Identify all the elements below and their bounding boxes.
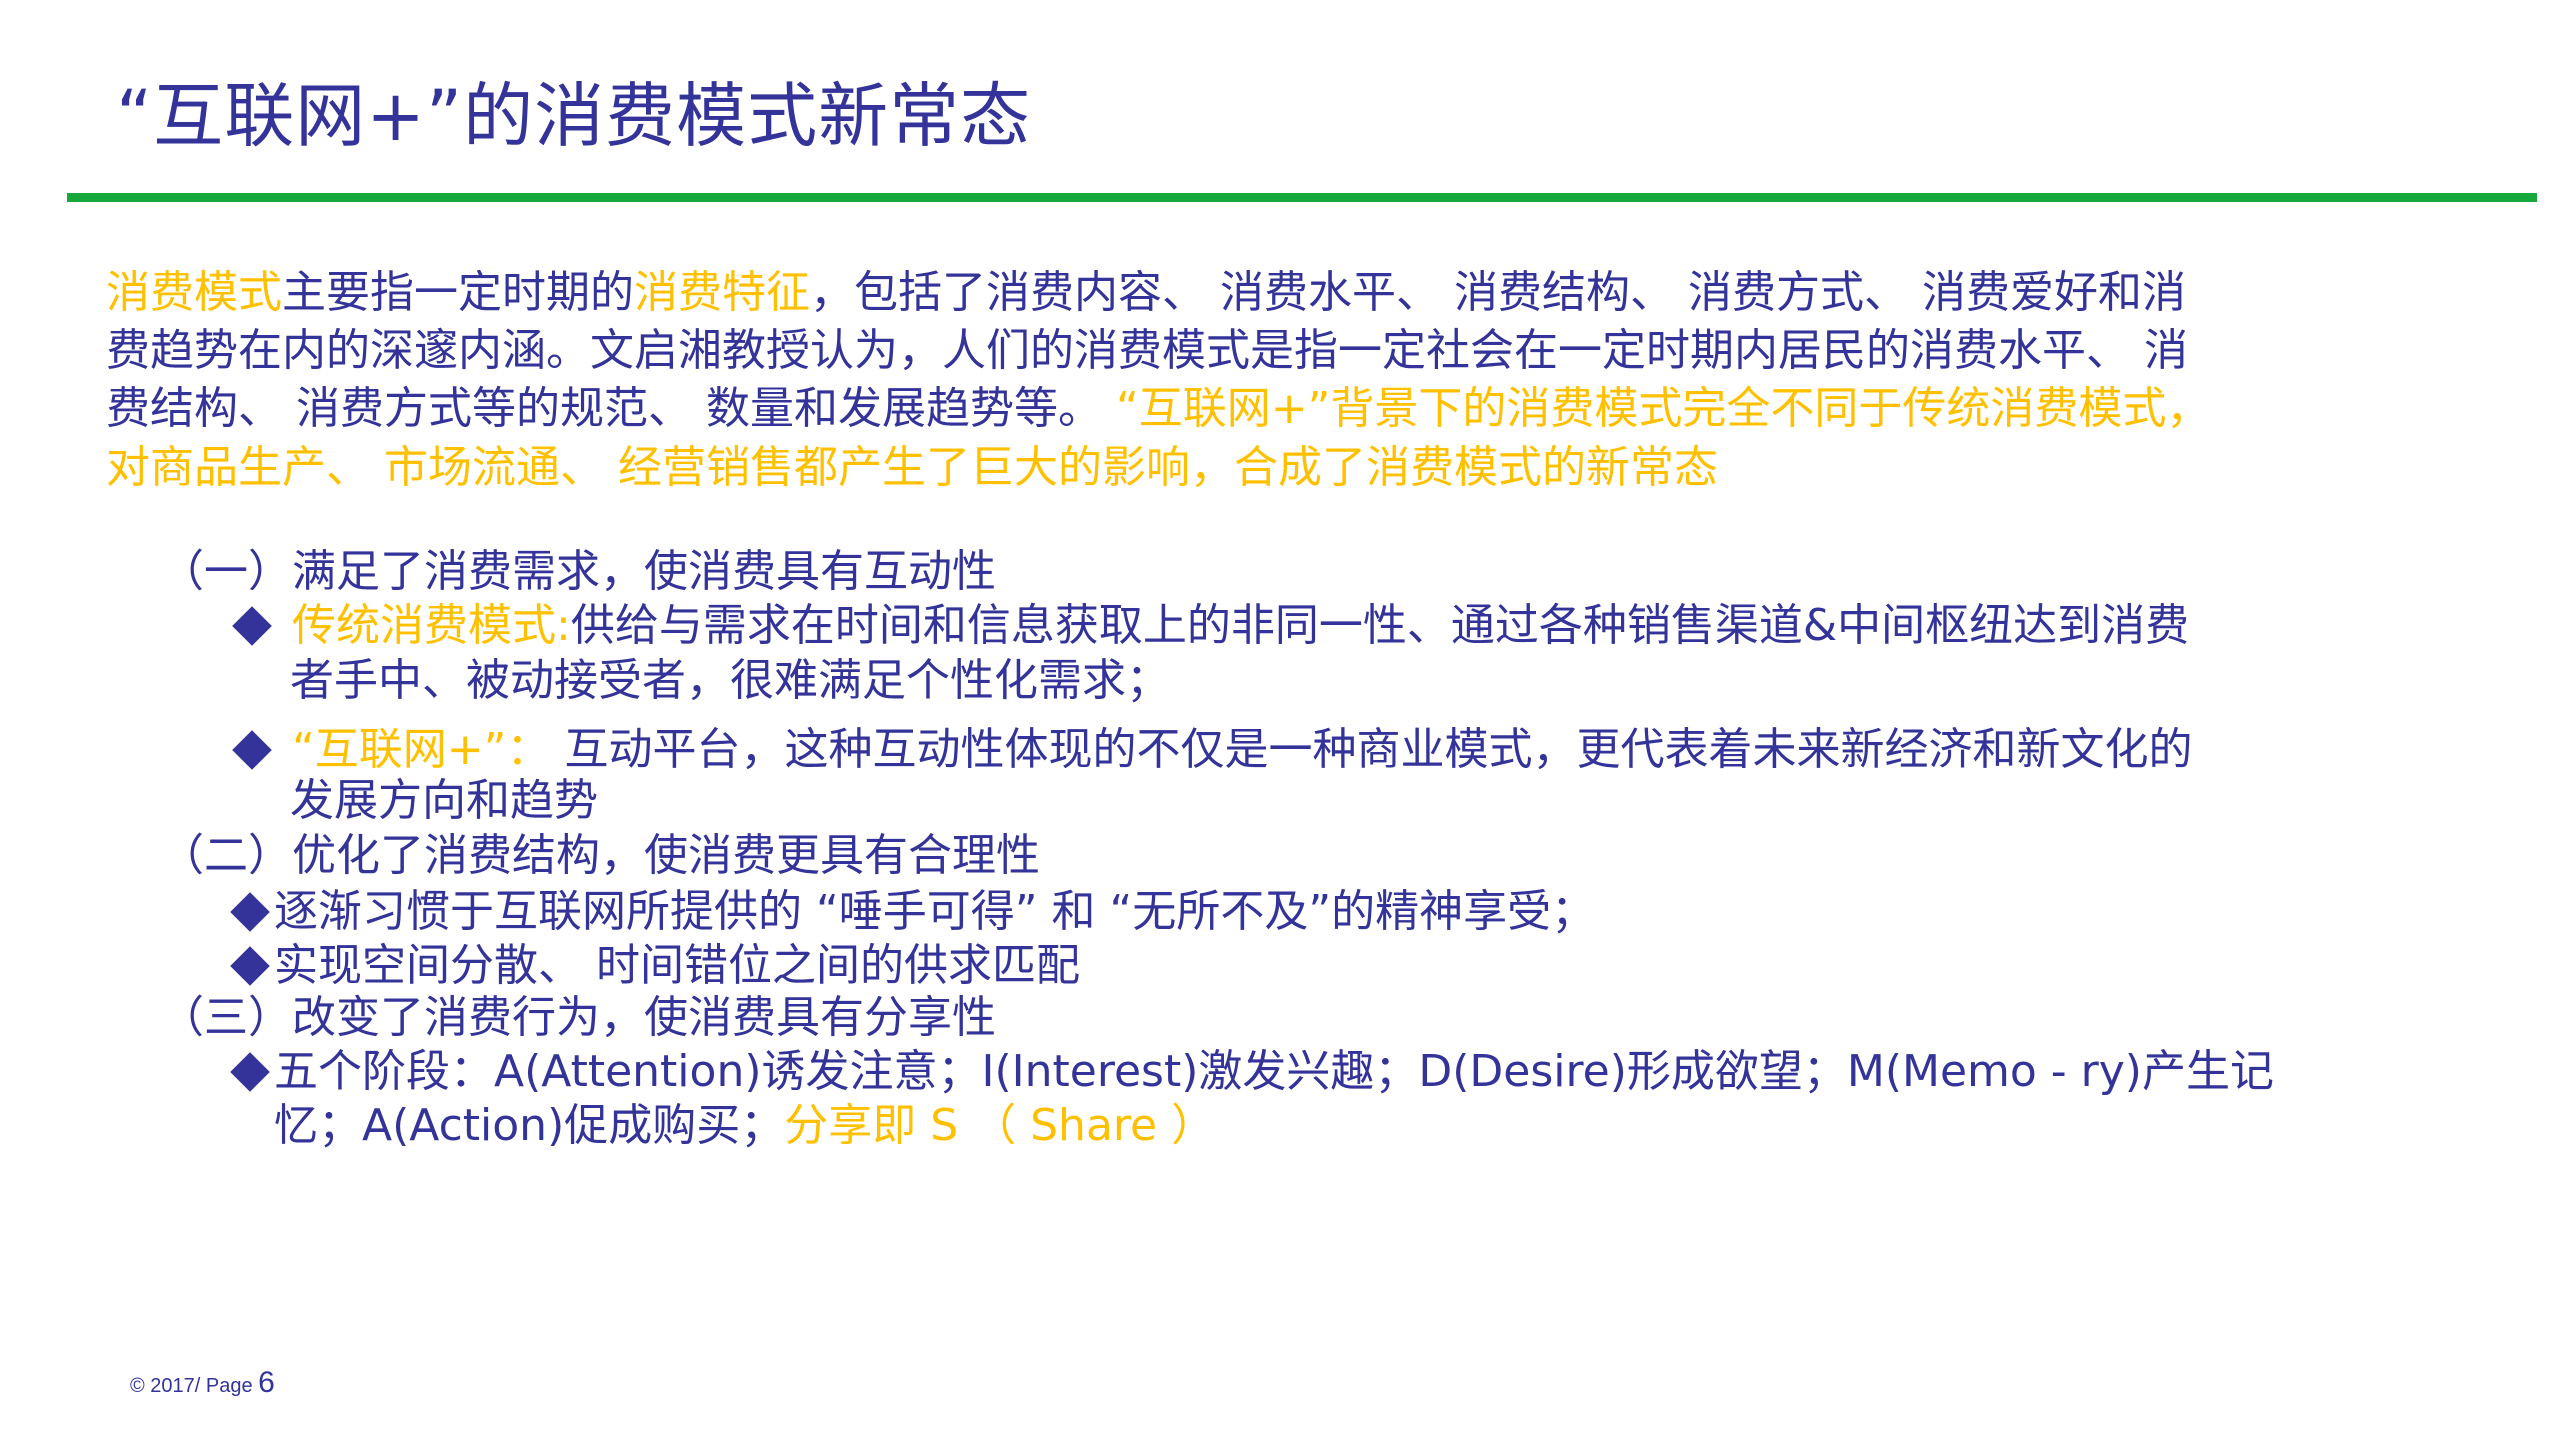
- bullet-line: 者手中、被动接受者，很难满足个性化需求；: [290, 652, 1170, 710]
- diamond-bullet-icon: [230, 946, 270, 986]
- body-text: 供给与需求在时间和信息获取上的非同一性、通过各种销售渠道&中间枢纽达到消费: [570, 600, 2190, 651]
- highlight-text: 消费模式: [106, 267, 282, 318]
- slide-title: “互联网+”的消费模式新常态: [116, 75, 1032, 157]
- intro-line-4: 对商品生产、 市场流通、 经营销售都产生了巨大的影响，合成了消费模式的新常态: [106, 439, 1718, 497]
- body-text: 五个阶段：A(Attention)诱发注意；I(Interest)激发兴趣；D(…: [274, 1046, 2274, 1097]
- diamond-bullet-icon: [232, 606, 272, 646]
- highlight-text: 分享即 S （ Share ）: [784, 1100, 1216, 1151]
- body-text: 实现空间分散、 时间错位之间的供求匹配: [274, 940, 1080, 991]
- section-heading: （三）改变了消费行为，使消费具有分享性: [160, 992, 996, 1043]
- diamond-bullet-icon: [230, 1052, 270, 1092]
- title-divider: [67, 193, 2537, 202]
- body-text: 发展方向和趋势: [290, 775, 598, 826]
- body-text: ，包括了消费内容、 消费水平、 消费结构、 消费方式、 消费爱好和消: [810, 267, 2186, 318]
- intro-line-3: 费结构、 消费方式等的规范、 数量和发展趋势等。 “互联网+”背景下的消费模式完…: [106, 380, 2210, 438]
- intro-line-1: 消费模式主要指一定时期的消费特征，包括了消费内容、 消费水平、 消费结构、 消费…: [106, 264, 2186, 322]
- bullet-line: 五个阶段：A(Attention)诱发注意；I(Interest)激发兴趣；D(…: [274, 1043, 2274, 1101]
- highlight-text: 对商品生产、 市场流通、 经营销售都产生了巨大的影响，合成了消费模式的新常态: [106, 442, 1718, 493]
- bullet-line: 实现空间分散、 时间错位之间的供求匹配: [274, 937, 1080, 995]
- body-text: 逐渐习惯于互联网所提供的 “唾手可得” 和 “无所不及”的精神享受；: [274, 886, 1596, 937]
- body-text: 忆；A(Action)促成购买；: [274, 1100, 785, 1151]
- section-heading: （一）满足了消费需求，使消费具有互动性: [160, 546, 996, 597]
- body-text: 互动平台，这种互动性体现的不仅是一种商业模式，更代表着未来新经济和新文化的: [550, 724, 2193, 775]
- highlight-text: “互联网+”：: [292, 724, 551, 775]
- section-heading: （二）优化了消费结构，使消费更具有合理性: [160, 830, 1040, 881]
- intro-line-2: 费趋势在内的深邃内涵。文启湘教授认为，人们的消费模式是指一定社会在一定时期内居民…: [106, 322, 2188, 380]
- bullet-line: 传统消费模式:供给与需求在时间和信息获取上的非同一性、通过各种销售渠道&中间枢纽…: [292, 597, 2189, 655]
- bullet-line: 忆；A(Action)促成购买；分享即 S （ Share ）: [274, 1097, 1215, 1155]
- bullet-line: 发展方向和趋势: [290, 772, 598, 830]
- bullet-line: “互联网+”： 互动平台，这种互动性体现的不仅是一种商业模式，更代表着未来新经济…: [292, 721, 2192, 779]
- body-text: 主要指一定时期的: [282, 267, 634, 318]
- slide-footer: © 2017/ Page 6: [130, 1366, 275, 1400]
- highlight-text: 消费特征: [634, 267, 810, 318]
- diamond-bullet-icon: [232, 730, 272, 770]
- bullet-line: 逐渐习惯于互联网所提供的 “唾手可得” 和 “无所不及”的精神享受；: [274, 883, 1595, 941]
- highlight-text: 传统消费模式:: [292, 600, 571, 651]
- body-text: 费结构、 消费方式等的规范、 数量和发展趋势等。: [106, 383, 1116, 434]
- body-text: 者手中、被动接受者，很难满足个性化需求；: [290, 655, 1170, 706]
- highlight-text: “互联网+”背景下的消费模式完全不同于传统消费模式，: [1115, 383, 2211, 434]
- copyright-text: © 2017/ Page: [130, 1375, 259, 1397]
- body-text: 费趋势在内的深邃内涵。文启湘教授认为，人们的消费模式是指一定社会在一定时期内居民…: [106, 325, 2188, 376]
- diamond-bullet-icon: [230, 892, 270, 932]
- page-number: 6: [258, 1366, 275, 1399]
